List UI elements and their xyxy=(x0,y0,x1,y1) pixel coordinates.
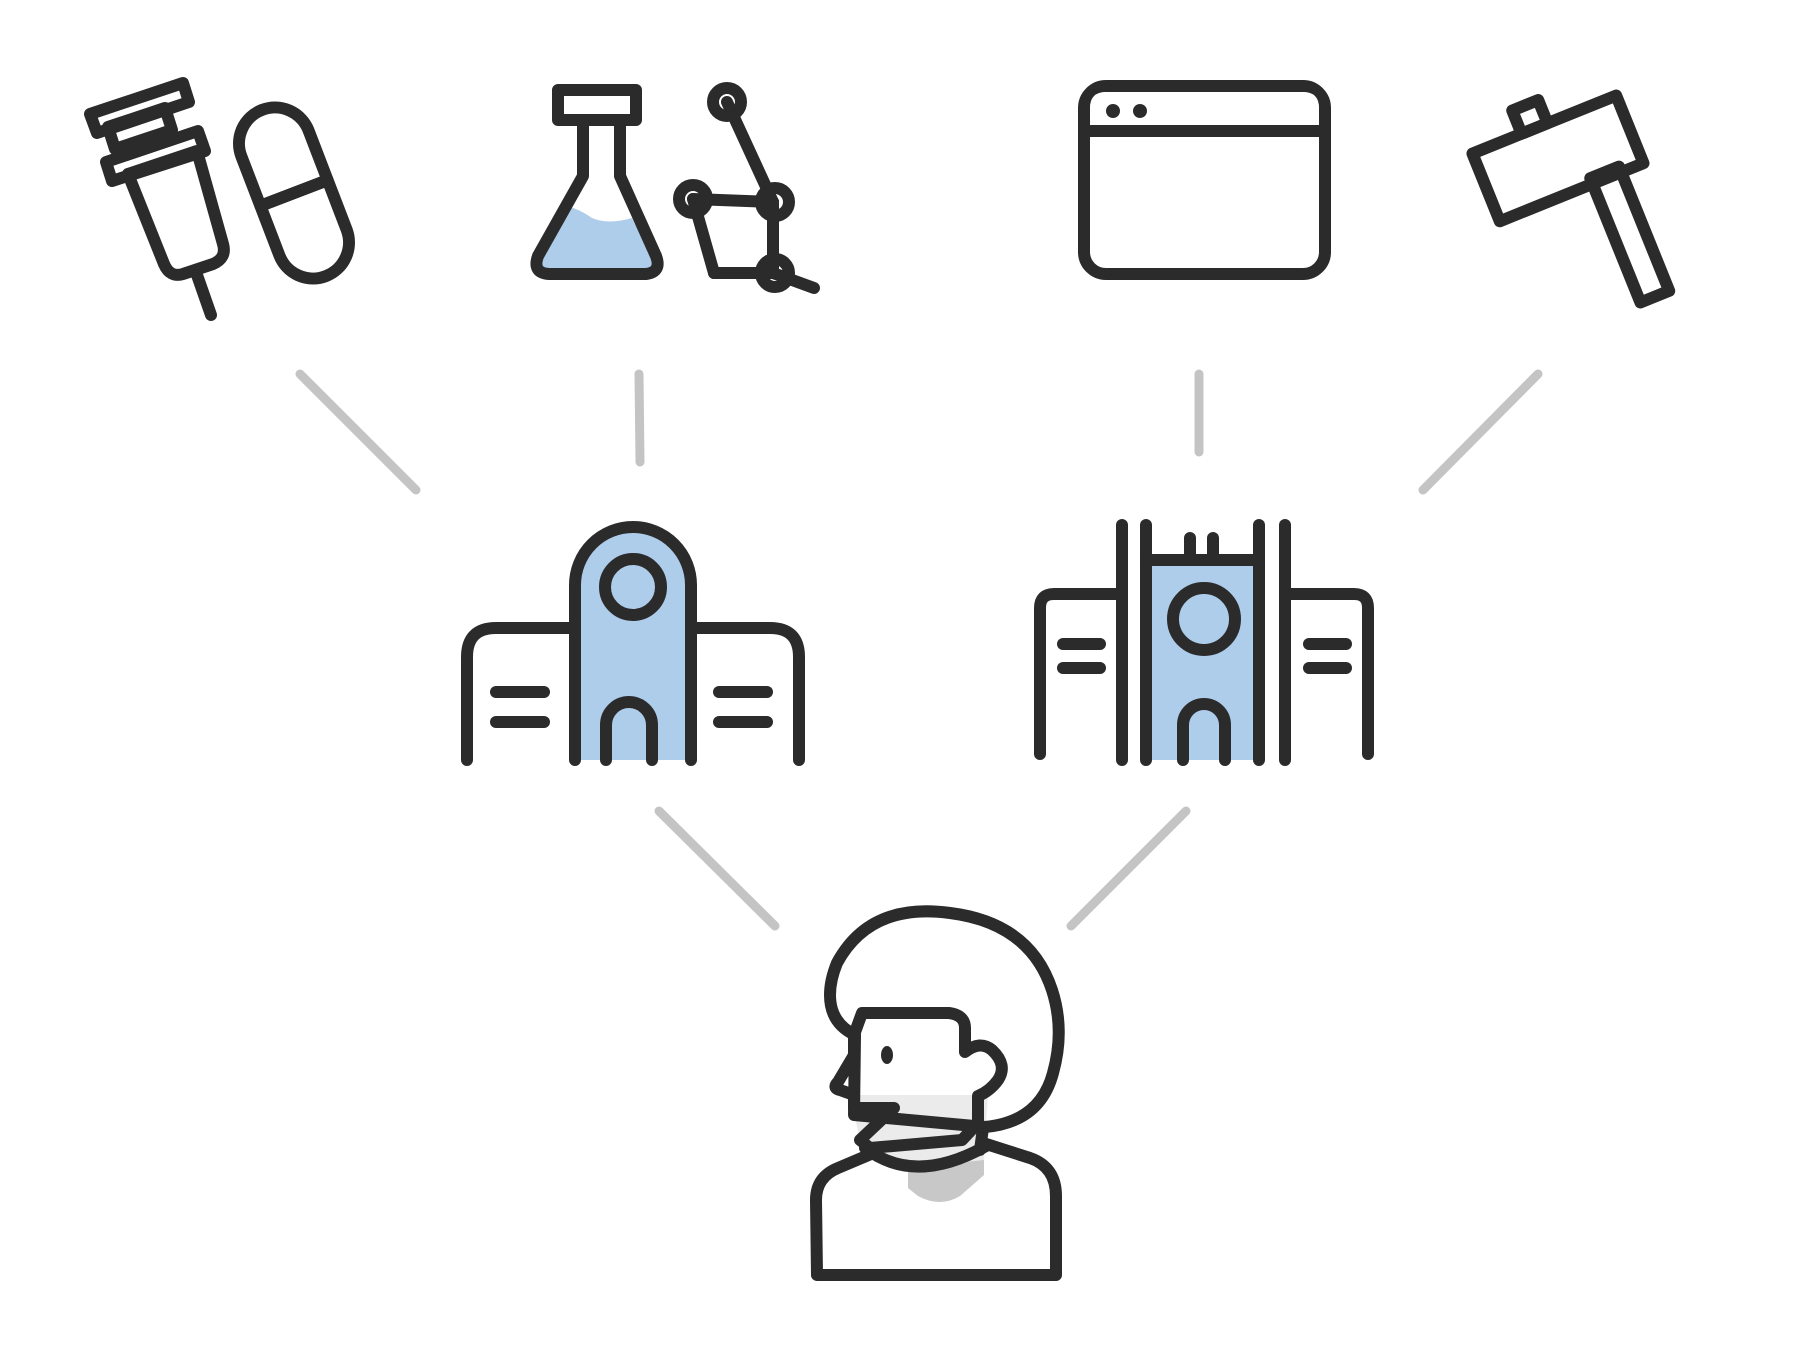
collar xyxy=(859,1140,992,1173)
person-icon xyxy=(810,905,1065,1281)
window-dot-icon xyxy=(1133,104,1147,118)
connector-flask-to-domed-building xyxy=(634,369,645,467)
columned-building-icon xyxy=(1034,519,1374,766)
gavel-icon xyxy=(1466,89,1676,309)
connector-columned-building-to-person xyxy=(1066,806,1191,931)
connector-syringe-to-domed-building xyxy=(295,369,421,495)
connector-domed-building-to-person xyxy=(654,806,780,931)
window-dot-icon xyxy=(1106,104,1120,118)
flask-icon xyxy=(530,84,664,280)
molecule-icon xyxy=(673,82,820,294)
pill-capsule-icon xyxy=(233,101,355,285)
connectors xyxy=(295,369,1543,931)
syringe-icon xyxy=(84,77,230,321)
domed-building-icon xyxy=(461,521,805,766)
eye xyxy=(881,1046,893,1064)
syringe-and-pill-icon xyxy=(84,77,355,321)
connector-gavel-to-columned-building xyxy=(1418,369,1543,495)
face xyxy=(829,1007,1008,1154)
flask-and-molecule-icon xyxy=(530,82,820,294)
browser-window-icon xyxy=(1078,80,1331,280)
hair xyxy=(824,905,1065,1133)
